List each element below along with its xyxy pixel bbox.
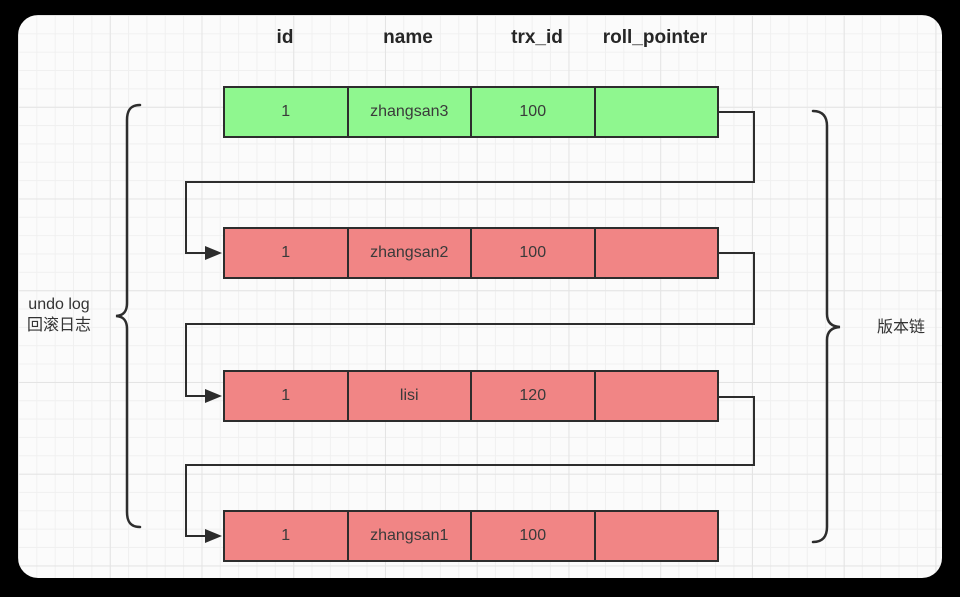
cell-name: zhangsan1: [349, 512, 472, 560]
cell-id: 1: [225, 229, 349, 277]
column-header-roll-pointer: roll_pointer: [602, 27, 708, 48]
cell-trx-id: 100: [472, 512, 596, 560]
cell-roll-pointer: [596, 372, 718, 420]
cell-roll-pointer: [596, 229, 718, 277]
record-row-current: 1 zhangsan3 100: [223, 86, 719, 138]
cell-name: lisi: [349, 372, 472, 420]
cell-id: 1: [225, 372, 349, 420]
column-header-trx-id: trx_id: [511, 27, 563, 48]
column-header-id: id: [276, 27, 294, 48]
undo-record-row-3: 1 zhangsan1 100: [223, 510, 719, 562]
cell-id: 1: [225, 88, 349, 136]
cell-id: 1: [225, 512, 349, 560]
cell-roll-pointer: [596, 88, 718, 136]
undo-log-label-en: undo log: [28, 296, 90, 313]
cell-trx-id: 100: [472, 229, 596, 277]
undo-log-label-zh: 回滚日志: [26, 317, 91, 335]
undo-record-row-2: 1 lisi 120: [223, 370, 719, 422]
column-header-name: name: [383, 27, 433, 48]
cell-trx-id: 100: [472, 88, 596, 136]
cell-roll-pointer: [596, 512, 718, 560]
cell-trx-id: 120: [472, 372, 596, 420]
undo-log-label: undo log 回滚日志: [20, 294, 98, 336]
cell-name: zhangsan2: [349, 229, 472, 277]
cell-name: zhangsan3: [349, 88, 472, 136]
version-chain-label: 版本链: [877, 319, 926, 336]
undo-record-row-1: 1 zhangsan2 100: [223, 227, 719, 279]
